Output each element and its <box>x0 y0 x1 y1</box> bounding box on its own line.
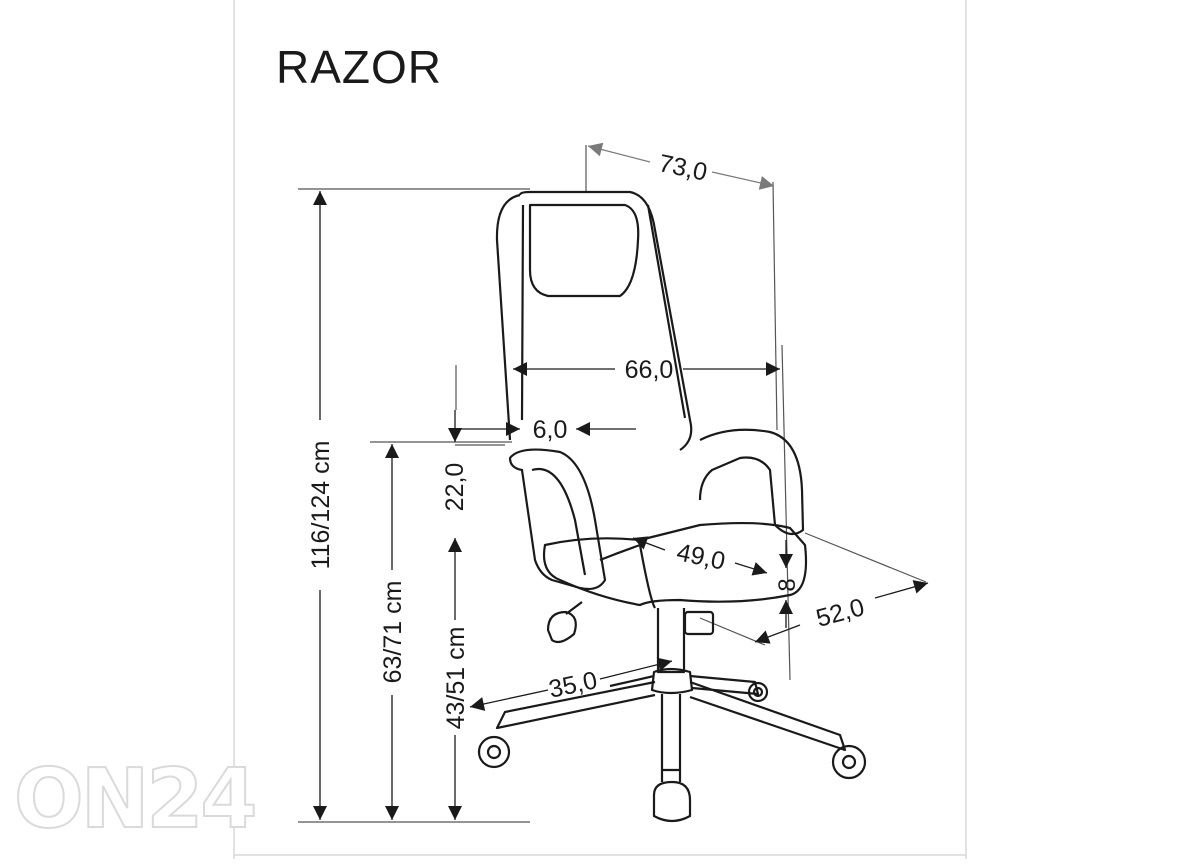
caster-front <box>652 780 692 823</box>
label-width-total: 66,0 <box>625 356 674 384</box>
chair-outline <box>477 190 867 823</box>
extension-lines <box>298 145 927 823</box>
label-seat-thickness: 8 <box>774 578 801 591</box>
left-armrest <box>508 448 607 591</box>
backrest-inner <box>520 204 687 421</box>
seat <box>542 521 808 607</box>
label-armrest-floor-height: 63/71 cm <box>379 581 407 684</box>
caster-left <box>477 735 511 769</box>
headrest <box>528 203 640 298</box>
dimension-arrows <box>313 191 929 820</box>
leg-front <box>660 694 682 772</box>
lift-collar <box>683 610 715 636</box>
backrest <box>495 190 693 451</box>
leg-left <box>495 680 656 730</box>
caster-right <box>831 744 867 780</box>
depth-arrow <box>587 142 775 190</box>
right-armrest <box>698 428 805 536</box>
diagram-frame <box>233 0 967 859</box>
lever <box>546 601 583 644</box>
gas-lift <box>656 608 686 674</box>
label-seat-height: 43/51 cm <box>442 627 470 730</box>
label-base-radius: 35,0 <box>546 666 599 704</box>
label-total-height: 116/124 cm <box>307 441 335 570</box>
caster-back <box>747 681 769 703</box>
label-seat-width: 52,0 <box>813 593 867 633</box>
brand-watermark-logo: ON24 <box>13 751 258 848</box>
label-depth-total: 73,0 <box>656 149 709 187</box>
product-title: RAZOR <box>276 41 442 93</box>
label-armrest-height: 22,0 <box>441 463 469 512</box>
leg-right <box>689 680 847 752</box>
label-armrest-width: 6,0 <box>533 416 568 444</box>
left-armrest-inner <box>531 467 587 576</box>
label-seat-depth: 49,0 <box>674 538 727 576</box>
leg-back-left <box>609 674 655 688</box>
